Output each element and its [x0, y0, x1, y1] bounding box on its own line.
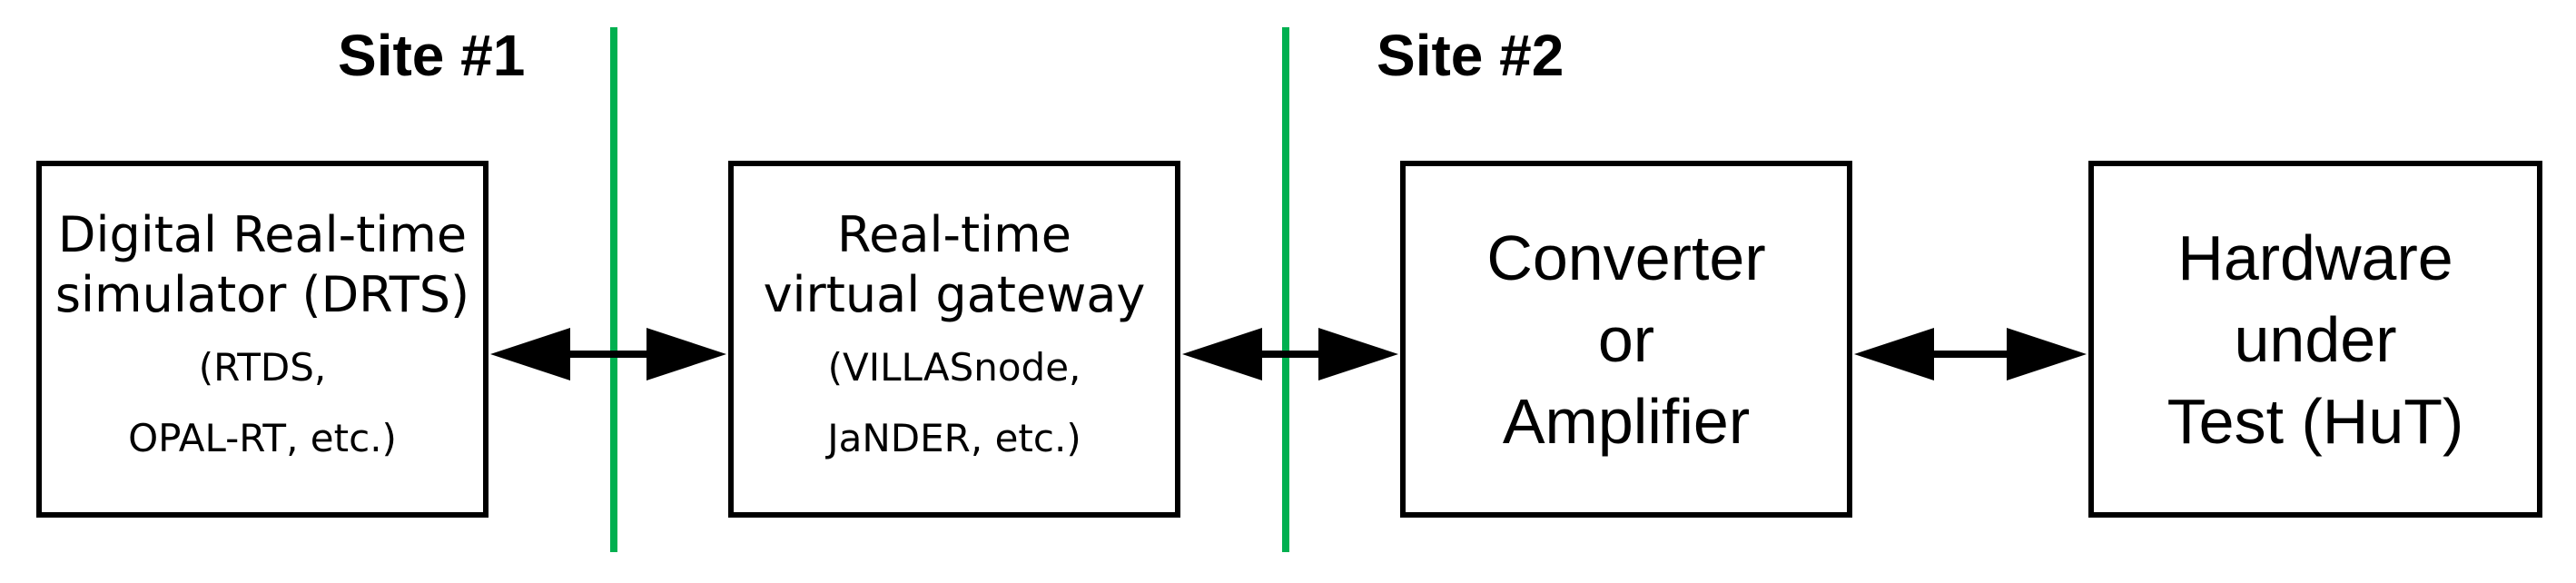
box-digital-real-time-simulator: Digital Real-time simulator (DRTS) (RTDS… — [36, 161, 489, 518]
site-1-label: Site #1 — [338, 23, 526, 88]
bidirectional-arrow-icon — [1182, 328, 1398, 380]
site-divider-line-2 — [1282, 27, 1289, 552]
box-text-line: virtual gateway — [763, 265, 1146, 323]
box-text-line: (RTDS, — [198, 344, 327, 390]
box-text-line: Digital Real-time — [57, 205, 468, 263]
box-converter-or-amplifier: Converter or Amplifier — [1400, 161, 1852, 518]
site-2-label: Site #2 — [1377, 23, 1564, 88]
bidirectional-arrow-icon — [1854, 328, 2087, 380]
box-text-line: Hardware — [2177, 222, 2453, 293]
box-text-line: (VILLASnode, — [827, 344, 1081, 390]
box-text-line: simulator (DRTS) — [54, 265, 470, 323]
box-hardware-under-test: Hardware under Test (HuT) — [2088, 161, 2542, 518]
bidirectional-arrow-icon — [490, 328, 726, 380]
box-text-line: JaNDER, etc.) — [827, 415, 1081, 460]
site-divider-line-1 — [610, 27, 617, 552]
box-text-line: Amplifier — [1502, 385, 1751, 457]
box-text-line: Real-time — [837, 205, 1071, 263]
box-text-line: Test (HuT) — [2166, 385, 2464, 457]
box-subtext-group: (VILLASnode, JaNDER, etc.) — [827, 332, 1081, 474]
box-subtext-group: (RTDS, OPAL-RT, etc.) — [128, 332, 397, 474]
box-real-time-virtual-gateway: Real-time virtual gateway (VILLASnode, J… — [728, 161, 1180, 518]
box-text-line: or — [1597, 303, 1655, 375]
box-text-line: OPAL-RT, etc.) — [128, 415, 397, 460]
box-text-line: under — [2234, 303, 2397, 375]
box-text-line: Converter — [1486, 222, 1766, 293]
